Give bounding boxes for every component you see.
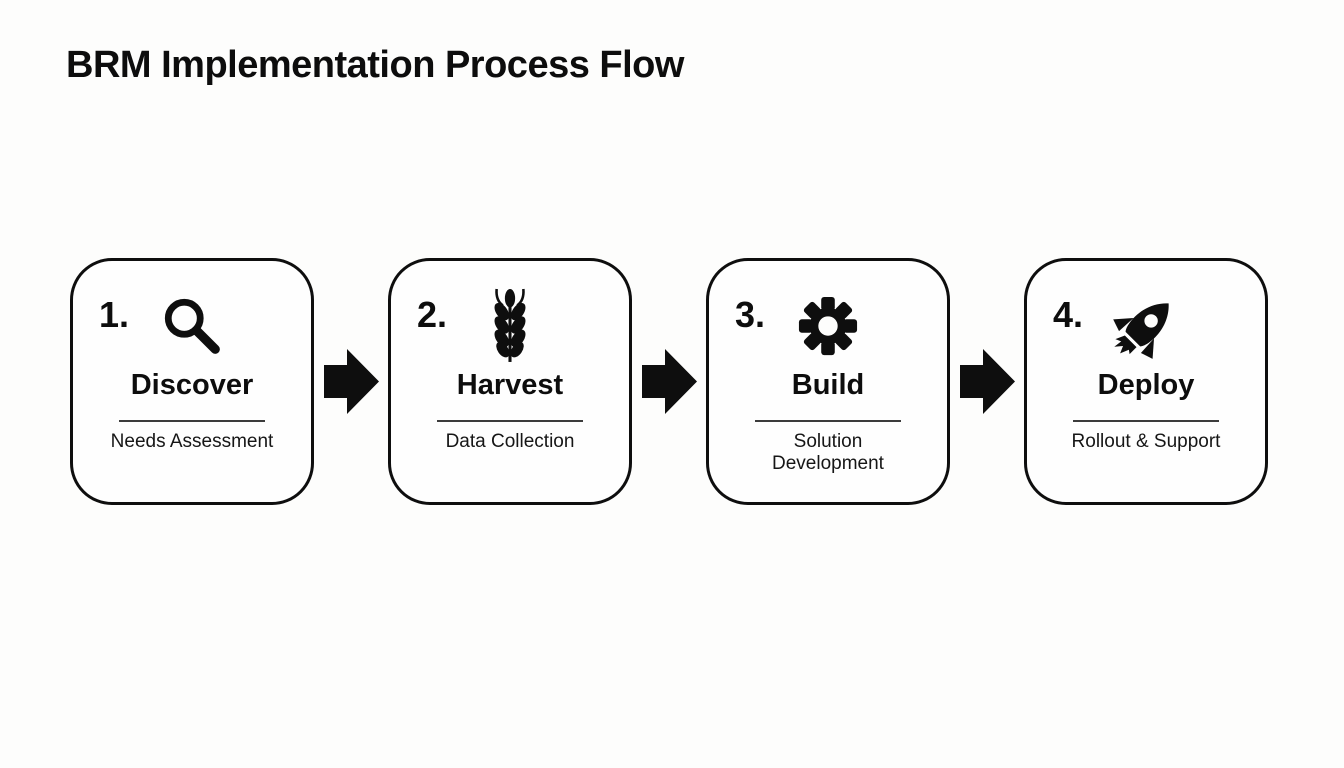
arrow-right-icon [641, 349, 697, 414]
gear-icon [709, 285, 947, 367]
step-card-harvest: 2. Harvest Data Collection [388, 258, 632, 505]
step-number: 2. [417, 294, 448, 335]
step-title: Deploy [1097, 369, 1195, 401]
title-underline [1073, 420, 1219, 422]
step-card-build: 3. Build Solution Development [706, 258, 950, 505]
process-flow: 1. Discover Needs Assessment 2. [70, 258, 1268, 505]
step-card-discover: 1. Discover Needs Assessment [70, 258, 314, 505]
title-underline [755, 420, 901, 422]
arrow-right-icon [323, 349, 379, 414]
step-subtitle: Data Collection [445, 431, 575, 452]
wheat-icon [391, 285, 629, 367]
step-number: 4. [1053, 294, 1084, 335]
step-title: Discover [130, 369, 254, 401]
step-number: 3. [735, 294, 766, 335]
step-subtitle: Needs Assessment [110, 431, 274, 452]
title-underline [119, 420, 265, 422]
step-number: 1. [99, 294, 130, 335]
step-subtitle: Solution Development [772, 431, 884, 474]
title-underline [437, 420, 583, 422]
step-title: Harvest [456, 369, 564, 401]
page-title: BRM Implementation Process Flow [66, 44, 684, 86]
step-card-deploy: 4. Deploy Rollout & Support [1024, 258, 1268, 505]
magnifier-icon [73, 285, 311, 367]
step-subtitle: Rollout & Support [1071, 431, 1221, 452]
arrow-right-icon [959, 349, 1015, 414]
rocket-icon [1027, 285, 1265, 367]
step-title: Build [791, 369, 865, 401]
